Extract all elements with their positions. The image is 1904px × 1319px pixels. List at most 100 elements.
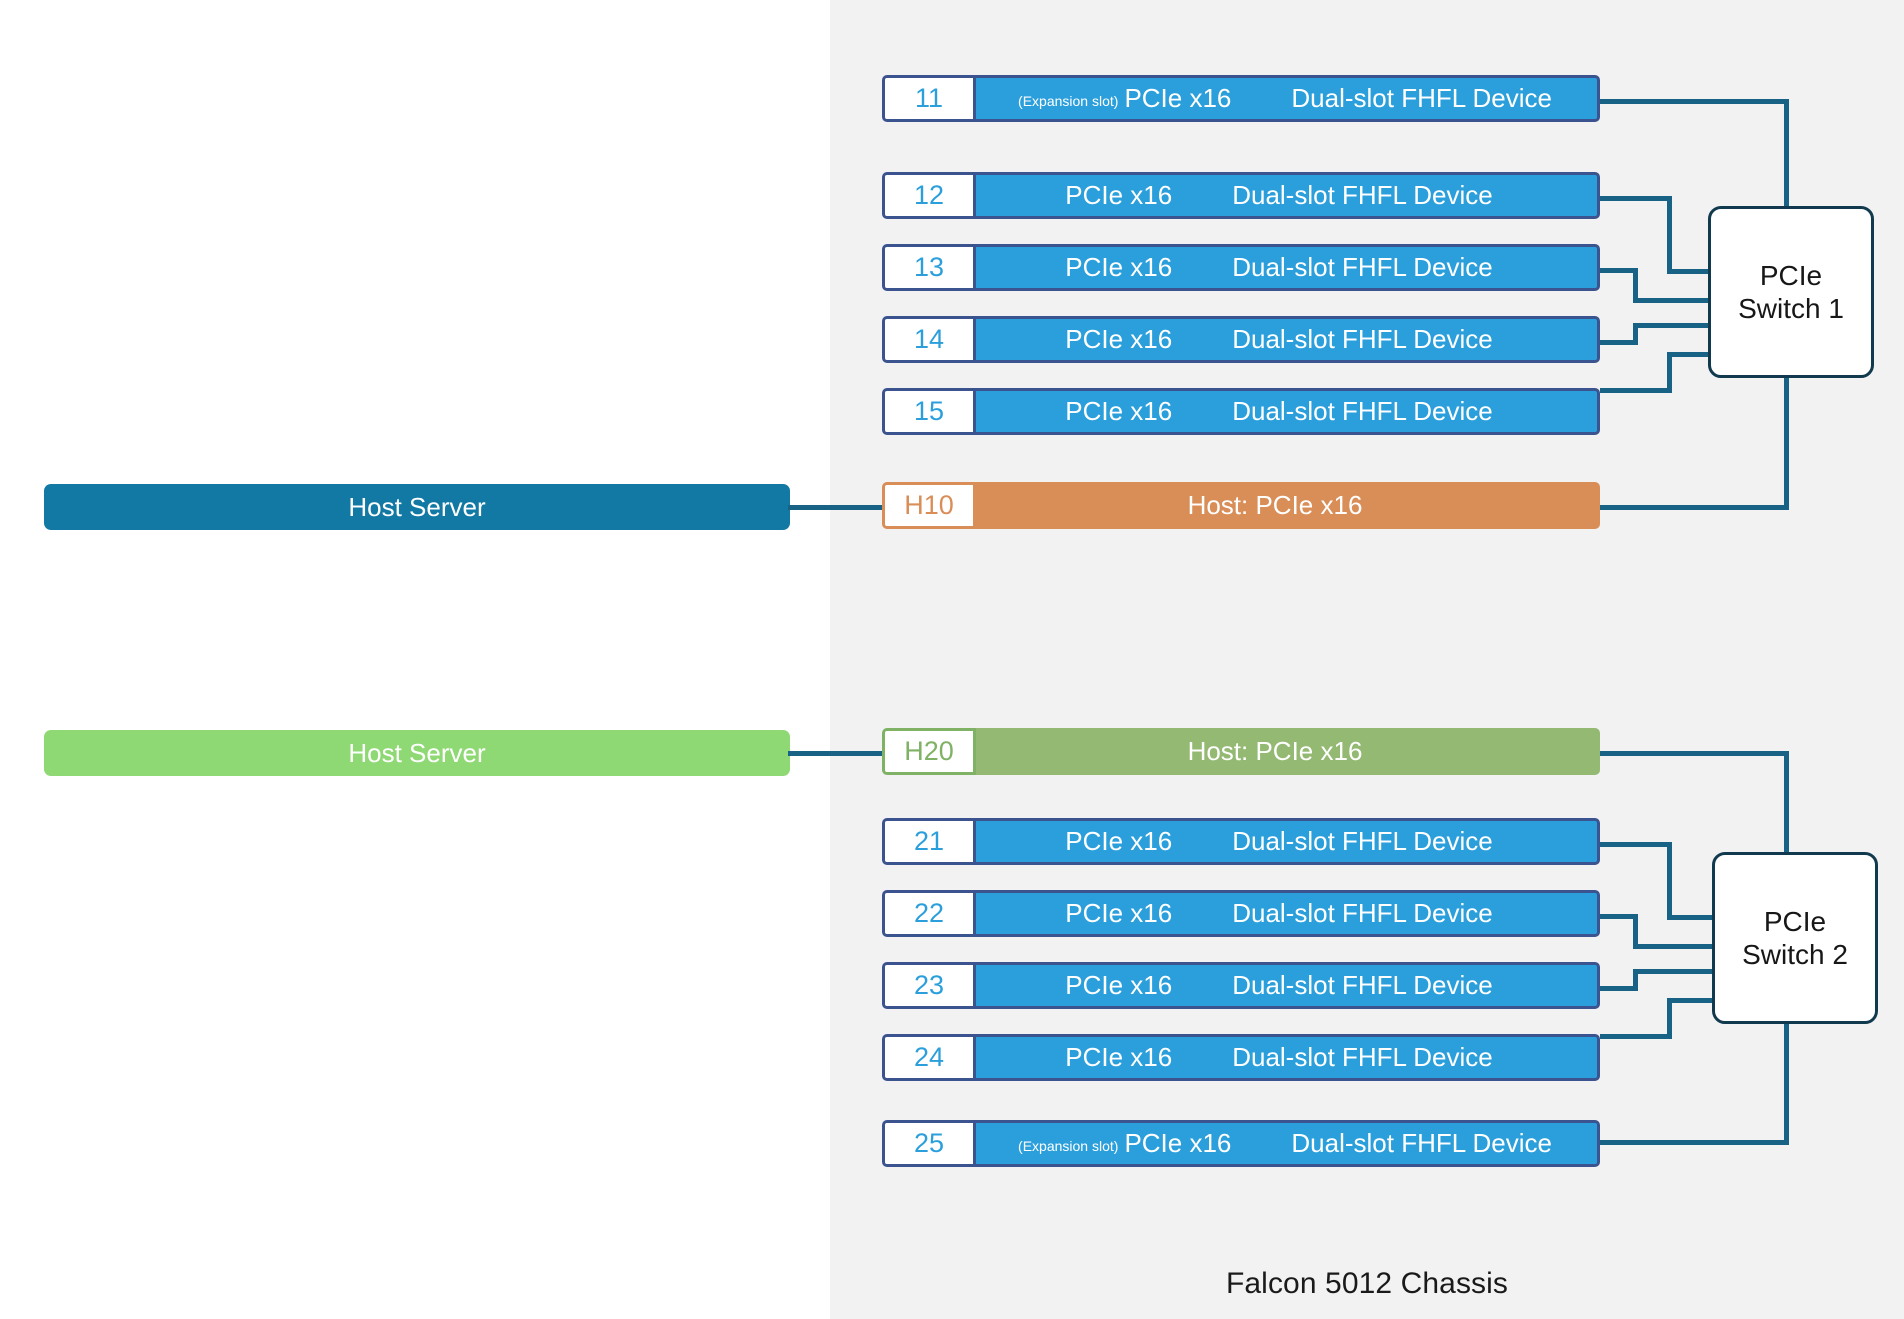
host-port-row-h10[interactable]: H10 Host: PCIe x16 xyxy=(882,482,1600,529)
slot-row-12[interactable]: 12 PCIe x16 Dual-slot FHFL Device xyxy=(882,172,1600,219)
slot-row-23[interactable]: 23 PCIe x16 Dual-slot FHFL Device xyxy=(882,962,1600,1009)
link-h20-v1 xyxy=(1784,751,1789,857)
slot-interface-15: PCIe x16 xyxy=(1065,396,1173,426)
slot-number-24: 24 xyxy=(882,1034,976,1081)
slot-body-13: PCIe x16 Dual-slot FHFL Device xyxy=(973,244,1600,291)
pcie-switch-1-line2: Switch 1 xyxy=(1738,293,1844,324)
link-slot15-v1 xyxy=(1667,352,1672,393)
link-slot14-h2 xyxy=(1633,323,1713,328)
host-port-row-h20[interactable]: H20 Host: PCIe x16 xyxy=(882,728,1600,775)
slot-device-15: Dual-slot FHFL Device xyxy=(1232,396,1493,426)
slot-number-25: 25 xyxy=(882,1120,976,1167)
slot-interface-12: PCIe x16 xyxy=(1065,180,1173,210)
slot-number-11: 11 xyxy=(882,75,976,122)
slot-row-15[interactable]: 15 PCIe x16 Dual-slot FHFL Device xyxy=(882,388,1600,435)
link-slot13-h1 xyxy=(1600,268,1638,273)
slot-number-13: 13 xyxy=(882,244,976,291)
slot-body-12: PCIe x16 Dual-slot FHFL Device xyxy=(973,172,1600,219)
host-port-body-h20: Host: PCIe x16 xyxy=(973,728,1600,775)
link-hostserver2-to-h20 xyxy=(788,751,884,756)
slot-number-14: 14 xyxy=(882,316,976,363)
slot-body-15: PCIe x16 Dual-slot FHFL Device xyxy=(973,388,1600,435)
link-slot25-h1 xyxy=(1600,1140,1789,1145)
link-slot25-v1 xyxy=(1784,1022,1789,1145)
link-slot13-v1 xyxy=(1633,268,1638,303)
link-slot22-h1 xyxy=(1600,914,1638,919)
link-slot11-v1 xyxy=(1784,99,1789,211)
link-hostserver1-to-h10 xyxy=(788,505,884,510)
slot-interface-21: PCIe x16 xyxy=(1065,826,1173,856)
slot-interface-11: PCIe x16 xyxy=(1124,83,1232,113)
slot-interface-25: PCIe x16 xyxy=(1124,1128,1232,1158)
link-slot24-h1 xyxy=(1600,1034,1672,1039)
pcie-switch-1[interactable]: PCIe Switch 1 xyxy=(1708,206,1874,378)
slot-number-21: 21 xyxy=(882,818,976,865)
slot-interface-13: PCIe x16 xyxy=(1065,252,1173,282)
host-server-1-label: Host Server xyxy=(348,491,486,522)
slot-row-13[interactable]: 13 PCIe x16 Dual-slot FHFL Device xyxy=(882,244,1600,291)
slot-body-11: (Expansion slot) PCIe x16 Dual-slot FHFL… xyxy=(973,75,1600,122)
expansion-slot-note-25: (Expansion slot) xyxy=(1018,1138,1119,1154)
link-slot14-h1 xyxy=(1600,340,1638,345)
slot-interface-22: PCIe x16 xyxy=(1065,898,1173,928)
host-port-label-h10: Host: PCIe x16 xyxy=(1187,490,1363,520)
link-slot15-h1 xyxy=(1600,388,1672,393)
slot-device-12: Dual-slot FHFL Device xyxy=(1232,180,1493,210)
slot-interface-24: PCIe x16 xyxy=(1065,1042,1173,1072)
pcie-switch-2-line2: Switch 2 xyxy=(1742,939,1848,970)
link-slot22-h2 xyxy=(1633,944,1717,949)
pcie-switch-1-line1: PCIe xyxy=(1759,259,1823,291)
link-slot11-h1 xyxy=(1600,99,1784,104)
slot-device-23: Dual-slot FHFL Device xyxy=(1232,970,1493,1000)
slot-body-23: PCIe x16 Dual-slot FHFL Device xyxy=(973,962,1600,1009)
slot-interface-14: PCIe x16 xyxy=(1065,324,1173,354)
link-slot21-v1 xyxy=(1667,842,1672,920)
link-slot21-h1 xyxy=(1600,842,1672,847)
slot-body-22: PCIe x16 Dual-slot FHFL Device xyxy=(973,890,1600,937)
slot-number-12: 12 xyxy=(882,172,976,219)
slot-body-21: PCIe x16 Dual-slot FHFL Device xyxy=(973,818,1600,865)
expansion-slot-note-11: (Expansion slot) xyxy=(1018,93,1119,109)
link-slot12-v1 xyxy=(1667,196,1672,274)
link-slot24-h2 xyxy=(1667,998,1717,1003)
slot-device-21: Dual-slot FHFL Device xyxy=(1232,826,1493,856)
link-slot12-h1 xyxy=(1600,196,1672,201)
slot-row-24[interactable]: 24 PCIe x16 Dual-slot FHFL Device xyxy=(882,1034,1600,1081)
slot-body-14: PCIe x16 Dual-slot FHFL Device xyxy=(973,316,1600,363)
link-slot15-h2 xyxy=(1667,352,1713,357)
slot-body-24: PCIe x16 Dual-slot FHFL Device xyxy=(973,1034,1600,1081)
link-h10-v1 xyxy=(1784,377,1789,508)
host-server-2[interactable]: Host Server xyxy=(44,730,790,776)
link-slot24-v1 xyxy=(1667,998,1672,1039)
host-port-tag-h20: H20 xyxy=(882,728,976,775)
slot-device-22: Dual-slot FHFL Device xyxy=(1232,898,1493,928)
link-h10-h1 xyxy=(1600,505,1789,510)
host-server-2-label: Host Server xyxy=(348,737,486,768)
slot-row-21[interactable]: 21 PCIe x16 Dual-slot FHFL Device xyxy=(882,818,1600,865)
slot-interface-23: PCIe x16 xyxy=(1065,970,1173,1000)
slot-row-22[interactable]: 22 PCIe x16 Dual-slot FHFL Device xyxy=(882,890,1600,937)
link-slot23-h2 xyxy=(1633,969,1717,974)
slot-device-13: Dual-slot FHFL Device xyxy=(1232,252,1493,282)
slot-number-15: 15 xyxy=(882,388,976,435)
pcie-switch-2-line1: PCIe xyxy=(1763,905,1827,937)
link-slot23-h1 xyxy=(1600,986,1638,991)
slot-device-24: Dual-slot FHFL Device xyxy=(1232,1042,1493,1072)
link-slot21-h2 xyxy=(1667,915,1717,920)
slot-body-25: (Expansion slot) PCIe x16 Dual-slot FHFL… xyxy=(973,1120,1600,1167)
slot-number-22: 22 xyxy=(882,890,976,937)
slot-row-14[interactable]: 14 PCIe x16 Dual-slot FHFL Device xyxy=(882,316,1600,363)
link-slot22-v1 xyxy=(1633,914,1638,949)
slot-device-11: Dual-slot FHFL Device xyxy=(1291,83,1552,113)
host-port-body-h10: Host: PCIe x16 xyxy=(973,482,1600,529)
slot-row-11[interactable]: 11 (Expansion slot) PCIe x16 Dual-slot F… xyxy=(882,75,1600,122)
pcie-switch-2[interactable]: PCIe Switch 2 xyxy=(1712,852,1878,1024)
host-port-label-h20: Host: PCIe x16 xyxy=(1187,736,1363,766)
link-h20-h1 xyxy=(1600,751,1789,756)
host-server-1[interactable]: Host Server xyxy=(44,484,790,530)
link-slot12-h2 xyxy=(1667,269,1713,274)
slot-device-14: Dual-slot FHFL Device xyxy=(1232,324,1493,354)
link-slot14-v1 xyxy=(1633,323,1638,345)
slot-row-25[interactable]: 25 (Expansion slot) PCIe x16 Dual-slot F… xyxy=(882,1120,1600,1167)
